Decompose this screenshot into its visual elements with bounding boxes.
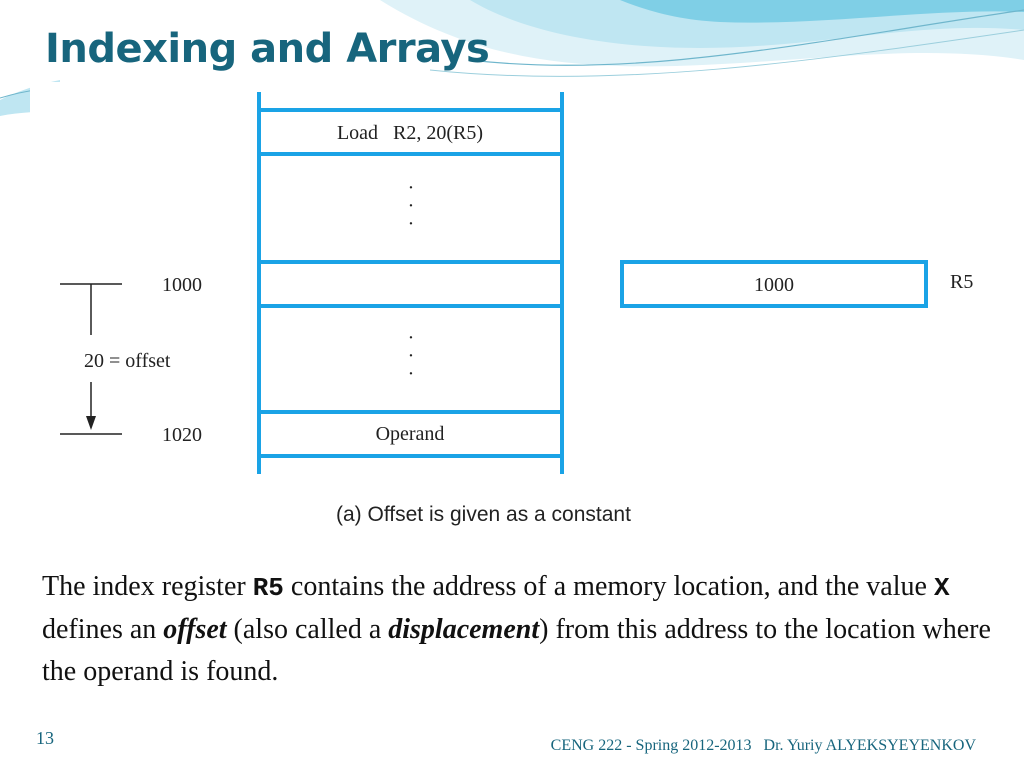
- instruction-cell-text: Load R2, 20(R5): [337, 122, 483, 144]
- register-name: R5: [950, 271, 973, 293]
- indexed-addressing-diagram: Load R2, 20(R5) · · · · · · Operand 1000…: [60, 92, 973, 526]
- body-text-segment: contains the address of a memory locatio…: [283, 571, 934, 602]
- value-code: X: [933, 573, 950, 603]
- header-wave-decoration: [0, 0, 1024, 116]
- ellipsis-dot: ·: [408, 213, 415, 235]
- page-number: 13: [36, 728, 54, 748]
- displacement-term: displacement: [388, 614, 540, 645]
- ellipsis-dot: ·: [408, 177, 415, 199]
- operand-cell-text: Operand: [376, 423, 445, 445]
- diagram-figure: Load R2, 20(R5) · · · · · · Operand 1000…: [30, 82, 986, 542]
- footer-text: CENG 222 - Spring 2012-2013 Dr. Yuriy AL…: [550, 737, 976, 754]
- diagram-caption: (a) Offset is given as a constant: [336, 503, 631, 526]
- register-value: 1000: [754, 274, 794, 296]
- address-start-label: 1000: [162, 274, 202, 296]
- offset-label: 20 = offset: [84, 350, 171, 372]
- body-text-segment: defines an: [42, 614, 164, 645]
- explanation-paragraph: The index register R5 contains the addre…: [42, 566, 1002, 693]
- body-text-segment: The index register: [42, 571, 253, 602]
- body-text-segment: (also called a: [226, 614, 389, 645]
- body-text-segment: ) from this address to the location wher…: [42, 614, 991, 687]
- address-end-label: 1020: [162, 424, 202, 446]
- offset-arrowhead: [86, 416, 96, 430]
- register-code: R5: [252, 573, 284, 603]
- register-box: [620, 260, 928, 308]
- offset-term: offset: [163, 614, 227, 645]
- ellipsis-dot: ·: [408, 363, 415, 385]
- ellipsis-dot: ·: [408, 327, 415, 349]
- ellipsis-dot: ·: [408, 195, 415, 217]
- slide-title: Indexing and Arrays: [45, 26, 490, 72]
- ellipsis-dot: ·: [408, 345, 415, 367]
